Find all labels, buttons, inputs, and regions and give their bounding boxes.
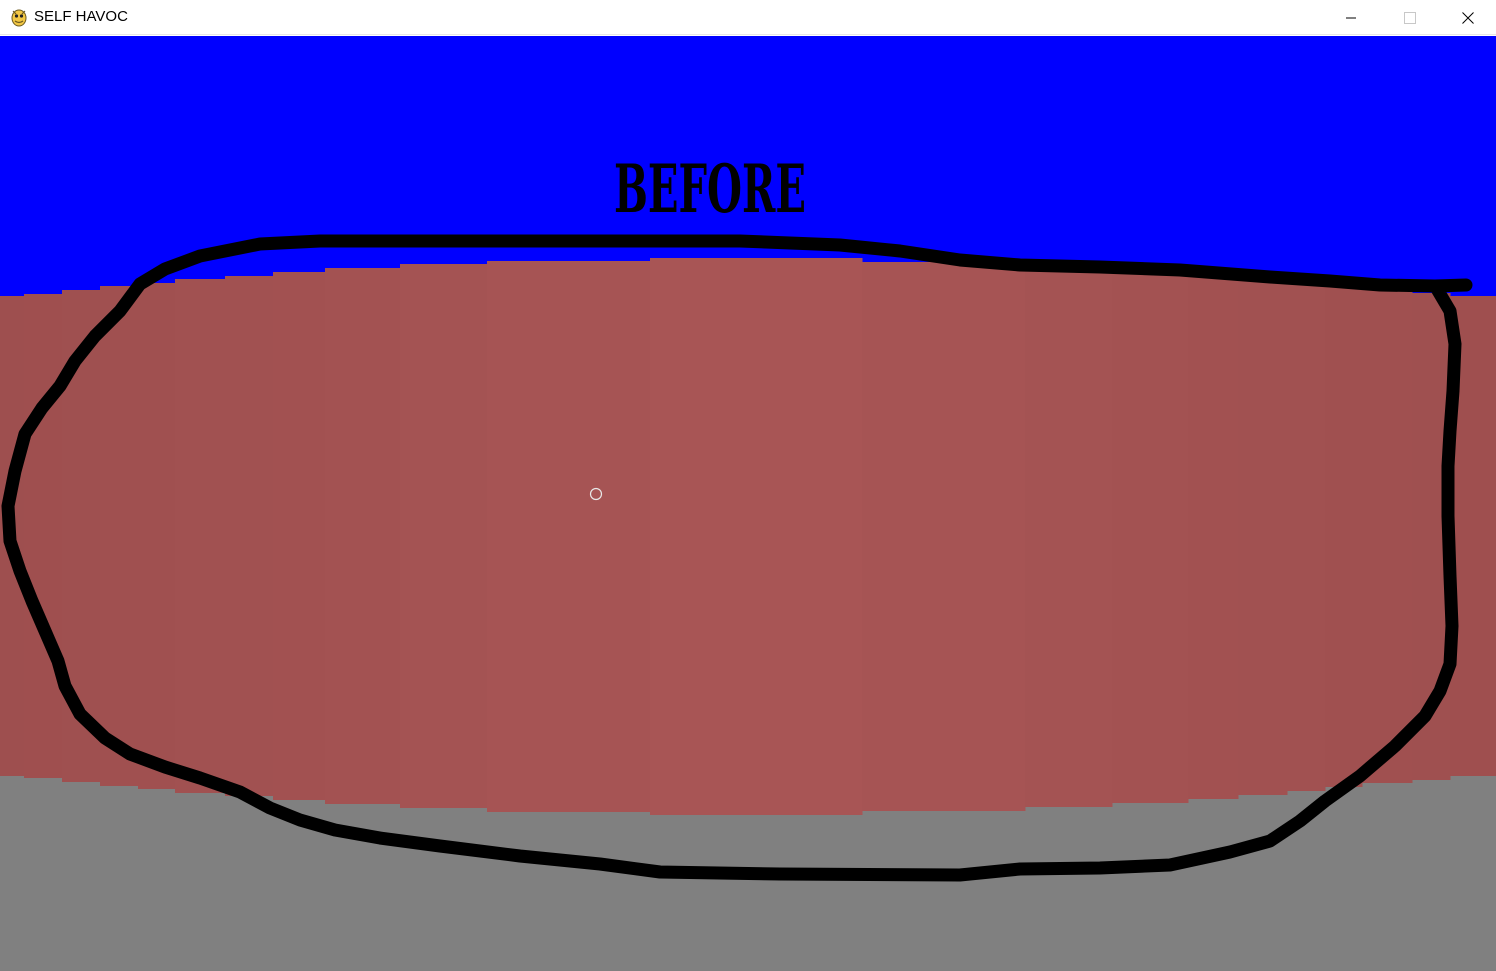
wall-strip [175,279,226,793]
wall-strip [487,261,651,812]
wall-strip [1112,270,1189,803]
wall-strip [100,286,139,786]
minimize-icon [1345,12,1357,24]
crosshair-circle-icon [589,487,603,501]
wall-strip [138,283,176,789]
wall-strip [24,294,63,778]
window-title: SELF HAVOC [34,8,128,25]
wall-strip [1188,274,1239,799]
wall-strip [325,268,401,804]
maximize-icon [1404,11,1416,24]
wall-strip [400,264,488,808]
maximize-button[interactable] [1381,0,1439,35]
wall-strip [1025,266,1113,807]
close-icon [1462,11,1474,24]
annotation-loop [1,234,1473,882]
banner-title: BEFORE [614,150,806,228]
wall-strip [1287,282,1326,791]
wall-strip [1325,286,1363,787]
minimize-button[interactable] [1322,0,1380,35]
close-button[interactable] [1439,0,1496,35]
wall-strip [650,258,863,815]
wall-strip [1238,278,1288,795]
game-canvas: BEFORE [0,36,1496,971]
wall-strip [225,276,274,796]
wall-strip [862,262,1026,811]
game-viewport[interactable]: BEFORE [0,36,1496,971]
wall [0,258,1496,815]
pygame-snake-icon [10,7,28,27]
wall-strip [273,272,326,800]
wall-strip [1362,290,1413,783]
title-bar: SELF HAVOC [0,0,1496,35]
